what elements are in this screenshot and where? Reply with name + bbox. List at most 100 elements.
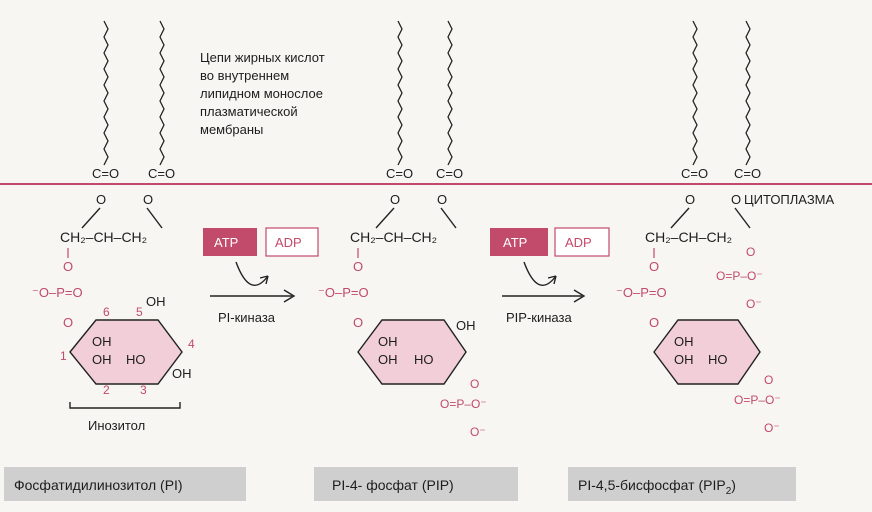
reaction-arrowhead xyxy=(573,289,586,303)
fatty-chain xyxy=(103,20,109,166)
molecule-name: PI-4- фосфат (PIP) xyxy=(332,477,454,493)
phospho-group: O=P–O⁻ xyxy=(440,397,487,411)
ring-number: 3 xyxy=(140,383,147,397)
atp-label: ATP xyxy=(214,235,238,250)
oh-label: OH xyxy=(674,352,694,367)
ho-label: HO xyxy=(414,352,434,367)
ring-shape xyxy=(357,319,467,385)
phosphate-oxygen: O xyxy=(746,245,755,259)
oh-label: OH xyxy=(172,366,192,381)
ester-label: C=O xyxy=(92,166,119,181)
bond xyxy=(81,207,101,229)
molecule-labels: Фосфатидилинозитол (PI) PI-4- фосфат (PI… xyxy=(4,467,796,501)
ring-number: 2 xyxy=(103,383,110,397)
phosphate-oxygen: O xyxy=(63,259,73,274)
glycerol-label: CH₂–CH–CH₂ xyxy=(645,229,732,245)
curve-arrowhead xyxy=(547,275,557,285)
membrane-note-line: мембраны xyxy=(200,122,263,137)
adp-box xyxy=(265,227,319,257)
oxygen-label: O xyxy=(390,192,400,207)
oxygen-label: O xyxy=(96,192,106,207)
phosphate-oxygen: O xyxy=(649,315,659,330)
phosphate-oxygen: O xyxy=(649,259,659,274)
phosphodiester-links: O ⁻O–P=O O O ⁻O–P=O O O ⁻O–P=O O xyxy=(32,248,667,330)
phosphate-group: ⁻O–P=O xyxy=(318,285,369,300)
reaction-pi-kinase: ATP ADP PI-киназа xyxy=(203,227,319,325)
adp-label: ADP xyxy=(275,235,302,250)
oh-label: OH xyxy=(378,334,398,349)
phosphate-oxygen: O xyxy=(470,377,479,391)
oxygen-label: O xyxy=(685,192,695,207)
atp-box xyxy=(203,228,257,256)
inositol-ring-pip: OH OH HO OH O O=P–O⁻ O⁻ xyxy=(357,318,487,439)
phosphate-oxygen: O xyxy=(764,373,773,387)
phosphate-oxygen: O xyxy=(353,259,363,274)
atp-curve-arrow xyxy=(235,261,269,286)
oh-label: OH xyxy=(92,352,112,367)
molecule-name-text: PI-4,5-бисфосфат (PIP xyxy=(578,477,726,493)
oh-label: OH xyxy=(146,294,166,309)
adp-box xyxy=(554,227,610,257)
atp-box xyxy=(490,228,548,256)
oh-label: OH xyxy=(92,334,112,349)
enzyme-label: PI-киназа xyxy=(218,310,276,325)
oxygen-label: O xyxy=(731,192,741,207)
ring-number: 5 xyxy=(136,305,143,319)
membrane-note-line: во внутреннем xyxy=(200,68,289,83)
atp-curve-arrow xyxy=(523,261,557,286)
ring-shape xyxy=(69,319,183,385)
oxygen-label: O xyxy=(437,192,447,207)
bond xyxy=(146,207,163,229)
fatty-chain xyxy=(159,20,165,166)
fatty-chain xyxy=(397,20,403,166)
ho-label: HO xyxy=(708,352,728,367)
oh-label: OH xyxy=(456,318,476,333)
molecule-label-box xyxy=(4,467,246,501)
bond xyxy=(670,207,690,229)
ring-number: 4 xyxy=(188,337,195,351)
bond xyxy=(734,207,751,229)
ester-label: C=O xyxy=(436,166,463,181)
membrane-note-line: липидном монослое xyxy=(200,86,323,101)
membrane-note-line: плазматической xyxy=(200,104,298,119)
enzyme-label: PIP-киназа xyxy=(506,310,572,325)
subscript: 2 xyxy=(726,486,732,497)
fatty-acid-chains xyxy=(103,20,751,166)
reaction-pip-kinase: ATP ADP PIP-киназа xyxy=(490,227,610,325)
ester-oxygens: O O O O O O xyxy=(96,192,741,207)
adp-label: ADP xyxy=(565,235,592,250)
molecule-label-box xyxy=(568,467,796,501)
ring-number: 1 xyxy=(60,349,67,363)
bond xyxy=(375,207,395,229)
ho-label: HO xyxy=(126,352,146,367)
glycerol-label: CH₂–CH–CH₂ xyxy=(350,229,437,245)
bracket-line xyxy=(69,402,181,409)
fatty-chain xyxy=(745,20,751,166)
phospho-anion: O⁻ xyxy=(470,425,486,439)
cytoplasm-label: ЦИТОПЛАЗМА xyxy=(744,192,835,207)
inositol-bracket: Инозитол xyxy=(69,402,181,433)
ester-label: C=O xyxy=(734,166,761,181)
membrane-note-line: Цепи жирных кислот xyxy=(200,50,325,65)
fatty-chain xyxy=(692,20,698,166)
ester-label: C=O xyxy=(148,166,175,181)
ester-label: C=O xyxy=(386,166,413,181)
phospho-group: O=P–O⁻ xyxy=(734,393,781,407)
oh-label: OH xyxy=(674,334,694,349)
ring-number: 6 xyxy=(103,305,110,319)
molecule-label-box xyxy=(314,467,518,501)
membrane-note: Цепи жирных кислот во внутреннем липидно… xyxy=(200,50,325,137)
molecule-name: PI-4,5-бисфосфат (PIP2) xyxy=(578,477,736,497)
molecule-name: Фосфатидилинозитол (PI) xyxy=(14,477,183,493)
phosphate-oxygen: O xyxy=(63,315,73,330)
inositol-ring-pi: OH OH HO OH OH 6 5 1 4 2 3 xyxy=(60,294,195,397)
atp-label: ATP xyxy=(503,235,527,250)
phospho-anion: O⁻ xyxy=(746,297,762,311)
inositol-label: Инозитол xyxy=(88,418,145,433)
bond xyxy=(440,207,457,229)
phospho-group: O=P–O⁻ xyxy=(716,269,763,283)
curve-arrowhead xyxy=(259,275,269,285)
phosphate-group: ⁻O–P=O xyxy=(32,285,83,300)
oxygen-label: O xyxy=(143,192,153,207)
